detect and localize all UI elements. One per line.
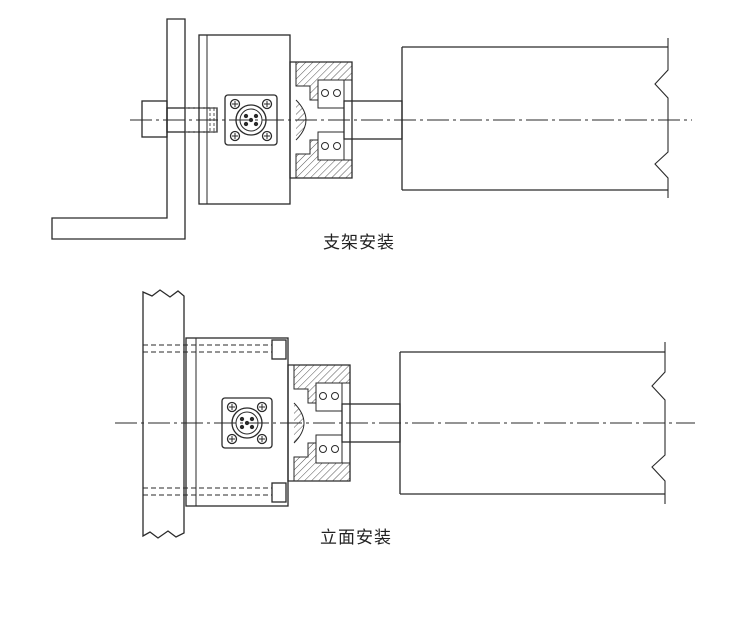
through-bolts xyxy=(143,344,272,496)
face-mount-caption: 立面安装 xyxy=(320,528,392,548)
roller-drum xyxy=(401,46,668,191)
face-mount-drawing xyxy=(115,289,695,539)
motor-housing xyxy=(185,337,289,507)
bracket-mount-drawing xyxy=(51,18,692,240)
bearing-icon xyxy=(287,364,351,482)
bolt-head-upper xyxy=(271,339,287,360)
mounting-wall xyxy=(142,289,185,539)
mounting-bracket xyxy=(51,18,186,240)
bracket-mount-caption: 支架安装 xyxy=(323,233,395,253)
bolt-head-lower xyxy=(271,482,287,503)
drum-break-line xyxy=(654,38,669,198)
mounting-bolt-head xyxy=(141,100,168,138)
drum-break-line xyxy=(651,342,666,504)
